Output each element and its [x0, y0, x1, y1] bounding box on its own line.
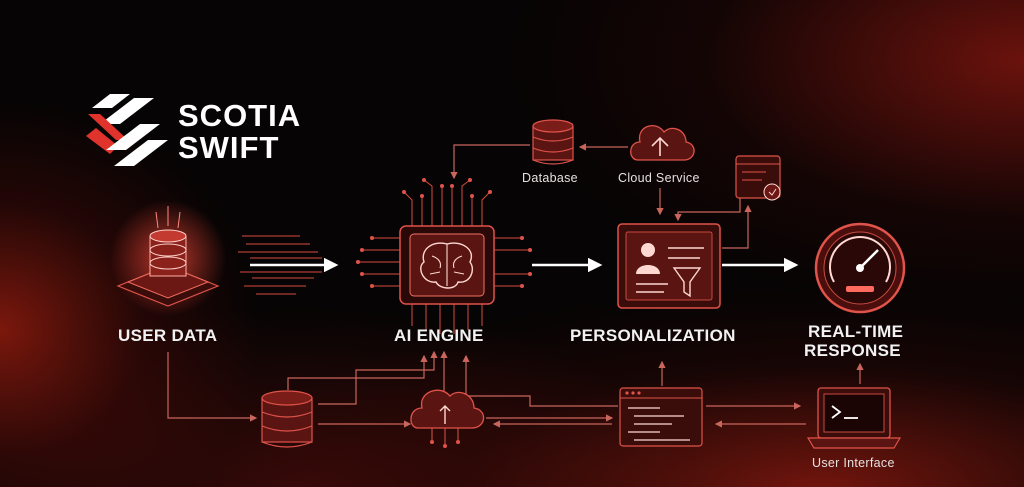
profile-filter-icon: [617, 223, 721, 309]
connector-lines: [167, 143, 864, 428]
logo-icon: [86, 94, 168, 166]
cloud-network-icon: [410, 389, 485, 448]
cloud-service-label: Cloud Service: [618, 171, 700, 185]
speedometer-icon: [814, 222, 906, 314]
ai-engine-label: AI ENGINE: [394, 326, 484, 345]
cloud-upload-icon: [630, 125, 695, 161]
brand-name-line1: SCOTIA: [178, 98, 302, 133]
database-bottom-icon: [261, 390, 313, 448]
database-stack-icon: [110, 200, 226, 316]
cpu-brain-icon: [356, 178, 532, 334]
user-interface-label: User Interface: [812, 456, 895, 470]
database-label: Database: [522, 171, 578, 185]
user-data-label: USER DATA: [118, 326, 218, 345]
realtime-label-line2: RESPONSE: [804, 341, 901, 360]
realtime-label-line1: REAL-TIME: [808, 322, 904, 341]
personalization-label: PERSONALIZATION: [570, 326, 736, 345]
database-icon: [532, 119, 574, 165]
data-stream-lines: [238, 235, 322, 295]
terminal-laptop-icon: [806, 387, 902, 449]
browser-certificate-icon: [735, 155, 781, 201]
brand-name-line2: SWIFT: [178, 130, 280, 165]
code-window-icon: [619, 387, 703, 447]
